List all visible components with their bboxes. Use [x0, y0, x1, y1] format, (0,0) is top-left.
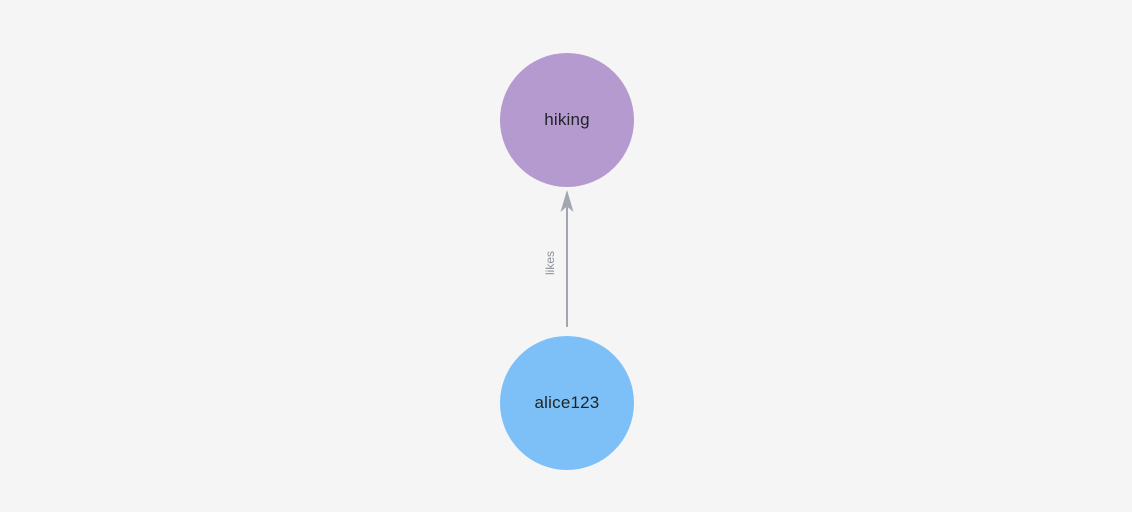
graph-node-hiking[interactable]: hiking: [500, 53, 634, 187]
node-label-alice123: alice123: [534, 393, 600, 412]
node-label-hiking: hiking: [544, 110, 590, 129]
edge-arrow[interactable]: [553, 187, 581, 332]
graph-node-alice123[interactable]: alice123: [500, 336, 634, 470]
arrowhead-icon: [560, 190, 574, 212]
edge-label-likes: likes: [543, 250, 557, 276]
